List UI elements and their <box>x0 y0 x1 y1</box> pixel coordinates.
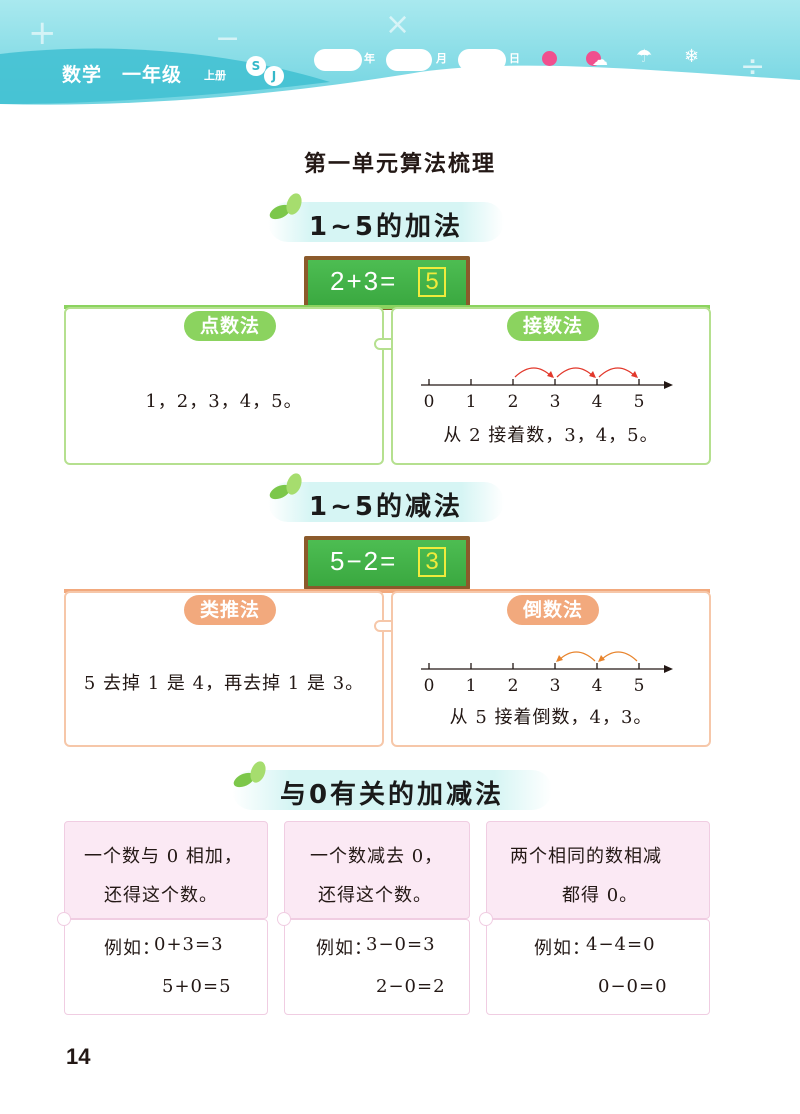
example-equation: 0−0=0 <box>598 976 668 997</box>
answer-box: 3 <box>418 547 446 577</box>
logo-letter-s: S <box>246 56 266 76</box>
minus-icon: − <box>215 21 240 56</box>
grade-label: 一年级 <box>122 64 183 86</box>
hop-arrowhead <box>589 371 596 378</box>
day-label: 日 <box>509 52 520 65</box>
rule-line: 还得这个数。 <box>104 885 218 906</box>
chalkboard-addition: 2+3= 5 <box>304 256 470 310</box>
tick-label: 4 <box>592 392 603 409</box>
hop-arrowhead <box>556 655 563 662</box>
axis-arrow <box>664 381 673 389</box>
example-equation: 3−0=3 <box>366 934 436 955</box>
example-label: 例如： <box>534 938 591 959</box>
card-notch <box>479 912 493 926</box>
method-badge: 接数法 <box>507 311 599 341</box>
page-number: 14 <box>66 1044 91 1069</box>
tick-label: 2 <box>508 676 519 693</box>
tick-label: 0 <box>424 676 435 693</box>
leaf-icon <box>233 761 266 788</box>
hop-arc <box>598 367 637 378</box>
zero-rule-card <box>64 821 268 919</box>
volume-label: 上册 <box>204 69 226 82</box>
zero-example-card <box>284 919 470 1015</box>
example-equation: 4−4=0 <box>586 934 656 955</box>
snow-icon[interactable]: ❄ <box>684 46 700 67</box>
method-badge: 点数法 <box>184 311 276 341</box>
day-field[interactable] <box>458 49 506 71</box>
year-label: 年 <box>364 52 375 65</box>
divide-icon: ÷ <box>740 49 765 84</box>
times-icon: × <box>385 7 410 42</box>
logo-letter-j: J <box>264 66 284 86</box>
hop-arrowhead <box>631 371 638 378</box>
tick-label: 0 <box>424 392 435 409</box>
hop-arc <box>514 367 553 378</box>
example-equation: 5+0=5 <box>162 976 232 997</box>
section-title-subtraction: 1~5的减法 <box>268 473 504 522</box>
method-text: 1，2，3，4，5。 <box>145 391 303 412</box>
section-title-addition: 1~5的加法 <box>268 193 504 242</box>
example-equation: 2−0=2 <box>376 976 446 997</box>
answer-box: 5 <box>418 267 446 297</box>
card-notch <box>57 912 71 926</box>
tick-label: 2 <box>508 392 519 409</box>
year-field[interactable] <box>314 49 362 71</box>
method-badge: 类推法 <box>184 595 276 625</box>
tick-label: 5 <box>634 392 645 409</box>
page-header: + − × ÷ 数学 一年级 上册 S J 年 月 日 ☁ ☂ ❄ <box>0 0 800 112</box>
rule-line: 一个数减去 0， <box>310 846 444 867</box>
section-title-zero: 与0有关的加减法 <box>232 761 552 810</box>
example-label: 例如： <box>104 938 161 959</box>
month-label: 月 <box>436 52 447 65</box>
page-title: 第一单元算法梳理 <box>303 152 496 177</box>
tick-label: 4 <box>592 676 603 693</box>
example-equation: 0+3=3 <box>154 934 224 955</box>
axis-arrow <box>664 665 673 673</box>
number-line: 0 1 2 3 4 5 <box>421 651 673 693</box>
hop-arc <box>599 651 638 662</box>
method-panel-count-back: 倒数法 0 1 2 3 4 5 从 5 接着倒数，4，3。 <box>391 591 711 747</box>
hop-arrowhead <box>598 655 605 662</box>
method-text: 从 5 接着倒数，4，3。 <box>449 707 653 728</box>
zero-example-card <box>486 919 710 1015</box>
equation: 5−2= <box>330 546 398 576</box>
method-text: 5 去掉 1 是 4，再去掉 1 是 3。 <box>83 673 365 694</box>
divider <box>64 305 710 309</box>
leaf-icon <box>269 193 302 220</box>
tick-label: 5 <box>634 676 645 693</box>
cloud-icon[interactable]: ☁ <box>592 50 608 69</box>
divider <box>64 589 710 593</box>
tick-label: 3 <box>550 676 561 693</box>
tick-label: 1 <box>466 392 477 409</box>
zero-rule-card <box>284 821 470 919</box>
equation: 2+3= <box>330 266 398 296</box>
leaf-icon <box>269 473 302 500</box>
sun-cloud-icon[interactable] <box>586 51 601 66</box>
tick-label: 1 <box>466 676 477 693</box>
method-text: 从 2 接着数，3，4，5。 <box>443 425 659 446</box>
number-line: 0 1 2 3 4 5 <box>421 367 673 409</box>
chalkboard-subtraction: 5−2= 3 <box>304 536 470 590</box>
hop-arc <box>557 651 596 662</box>
rule-line: 都得 0。 <box>562 885 639 906</box>
rule-line: 还得这个数。 <box>318 885 432 906</box>
method-badge: 倒数法 <box>507 595 599 625</box>
rain-icon[interactable]: ☂ <box>636 46 653 67</box>
zero-example-card <box>64 919 268 1015</box>
sun-icon[interactable] <box>542 51 557 66</box>
subject-label: 数学 <box>62 64 103 86</box>
rule-line: 一个数与 0 相加， <box>84 846 243 867</box>
month-field[interactable] <box>386 49 432 71</box>
plus-icon: + <box>28 13 57 53</box>
example-label: 例如： <box>316 938 373 959</box>
hop-arc <box>556 367 595 378</box>
zero-rule-card <box>486 821 710 919</box>
tick-label: 3 <box>550 392 561 409</box>
hop-arrowhead <box>547 371 554 378</box>
card-notch <box>277 912 291 926</box>
method-panel-count-on: 接数法 0 1 2 3 4 5 从 2 接着数，3，4，5。 <box>391 307 711 465</box>
method-panel-analogy: 类推法 5 去掉 1 是 4，再去掉 1 是 3。 <box>64 591 384 747</box>
rule-line: 两个相同的数相减 <box>510 846 662 867</box>
method-panel-counting: 点数法 1，2，3，4，5。 <box>64 307 384 465</box>
